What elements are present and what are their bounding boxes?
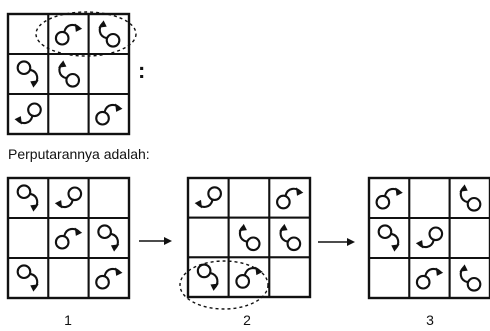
grid-cell [448, 177, 490, 219]
grid-cell [408, 257, 451, 299]
grid-cell [368, 217, 411, 259]
grid-cell [87, 217, 130, 259]
overlay-layer [35, 11, 355, 310]
grid-cell [448, 217, 490, 259]
hook-up-icon [279, 223, 302, 252]
grid-cell [187, 256, 230, 299]
hook-left-icon [415, 226, 444, 249]
grid-cell [227, 177, 271, 219]
grid-cell [408, 217, 451, 259]
grid-cell [268, 216, 312, 259]
hook-left-icon [194, 186, 222, 209]
grid-cell [7, 93, 50, 135]
grid-cell [187, 177, 230, 219]
hook-right-icon [415, 267, 444, 290]
grid-cell [7, 13, 50, 55]
grid-cell [47, 53, 90, 95]
grid-cell [268, 177, 312, 219]
arrow-right-icon [318, 238, 355, 246]
hook-up-icon [459, 264, 482, 292]
grid-cell [187, 216, 230, 259]
grid-label-3: 3 [426, 312, 434, 328]
hook-down-icon [16, 184, 39, 212]
grid-cell [47, 257, 90, 299]
arrow-right-icon [139, 237, 172, 245]
hook-right-icon [54, 227, 83, 250]
grid-cell [47, 217, 90, 259]
hook-left-icon [14, 102, 42, 125]
grid-example [6, 12, 131, 136]
highlight-ellipse-step-2 [179, 260, 269, 310]
caption-text: Perputarannya adalah: [8, 146, 150, 162]
grid-cell [368, 177, 411, 219]
grid-cell [87, 177, 130, 219]
grid-cell [87, 93, 130, 135]
grid-cell [227, 256, 271, 299]
highlight-ellipse-example [35, 11, 137, 57]
hook-down-icon [97, 224, 120, 252]
grid-cell [87, 53, 130, 95]
grid-cell [87, 13, 130, 55]
grid-step-3 [367, 176, 490, 300]
grid-frame [6, 176, 131, 300]
hook-left-icon [54, 186, 83, 209]
hook-right-icon [375, 187, 403, 210]
hook-down-icon [196, 263, 219, 291]
hook-down-icon [377, 224, 400, 252]
grid-frame [367, 176, 490, 300]
hook-right-icon [95, 267, 123, 290]
grid-cell [47, 13, 90, 55]
grid-cell [47, 93, 90, 135]
colon-mark: : [138, 58, 146, 83]
hook-up-icon [459, 184, 482, 212]
grid-cell [7, 177, 50, 219]
grid-cell [7, 217, 50, 259]
hook-down-icon [16, 264, 39, 292]
grid-cell [227, 216, 271, 259]
hook-up-icon [98, 20, 121, 48]
grid-step-2 [186, 176, 312, 299]
grid-cell [368, 257, 411, 299]
grid-cell [7, 53, 50, 95]
hook-up-icon [58, 60, 81, 88]
grid-step-1 [6, 176, 131, 300]
hook-right-icon [276, 187, 304, 210]
grid-cell [47, 177, 90, 219]
grids-layer [6, 12, 490, 300]
grid-cell [408, 177, 451, 219]
grid-cell [87, 257, 130, 299]
hook-right-icon [95, 103, 123, 126]
grid-label-2: 2 [243, 312, 251, 328]
hook-up-icon [238, 223, 261, 252]
grid-cell [268, 256, 312, 299]
grid-label-1: 1 [64, 312, 72, 328]
grid-cell [7, 257, 50, 299]
hook-right-icon [54, 23, 83, 46]
grid-cell [448, 257, 490, 299]
hook-down-icon [16, 60, 39, 88]
grid-frame [186, 176, 312, 299]
